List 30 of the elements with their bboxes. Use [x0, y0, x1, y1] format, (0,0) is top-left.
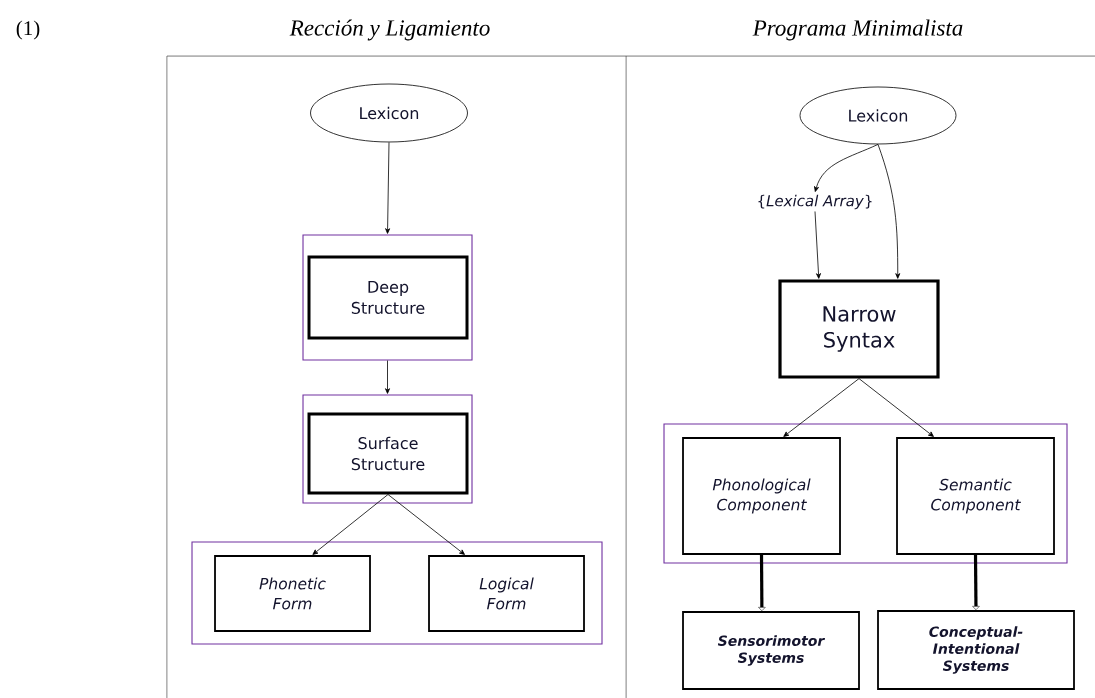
arrow — [783, 378, 860, 437]
group-frame — [302, 234, 473, 361]
group-frame — [191, 541, 603, 645]
process-box: Semantic Component — [896, 437, 1055, 555]
arrow — [814, 211, 821, 279]
arrow — [858, 378, 934, 437]
arrow — [385, 142, 391, 234]
process-box: Logical Form — [428, 555, 585, 632]
process-box: Phonological Component — [682, 437, 841, 555]
panel-heading: Rección y Ligamiento — [289, 19, 490, 41]
group-frame — [663, 423, 1068, 564]
figure-number: (1) — [16, 20, 40, 40]
process-box: Narrow Syntax — [778, 279, 940, 379]
block-arrow — [972, 554, 980, 610]
process-box: Phonetic Form — [214, 555, 371, 632]
group-frame — [302, 394, 473, 504]
arrow — [387, 494, 465, 555]
process-box: Surface Structure — [307, 412, 469, 495]
ellipse-node: Lexicon — [799, 86, 957, 145]
arrow — [877, 144, 901, 279]
process-box: Deep Structure — [307, 255, 469, 340]
process-box: Conceptual-Intentional Systems — [877, 610, 1075, 690]
node-label: {Lexical Array} — [754, 192, 876, 212]
arrow — [385, 360, 390, 394]
arrow — [312, 494, 389, 555]
process-box: Sensorimotor Systems — [682, 611, 860, 690]
block-arrow — [758, 554, 766, 611]
ellipse-node: Lexicon — [310, 83, 468, 143]
panel-heading: Programa Minimalista — [752, 19, 963, 41]
arrow — [814, 144, 879, 192]
